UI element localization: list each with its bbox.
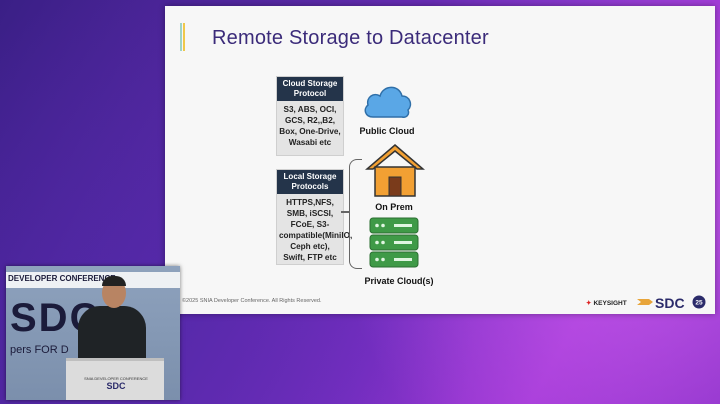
sdc-logo: SDC 25 bbox=[637, 295, 706, 311]
local-storage-protocols-heading: Local Storage Protocols bbox=[277, 170, 343, 194]
cloud-storage-protocol-heading: Cloud Storage Protocol bbox=[277, 77, 343, 101]
podium-logo-caption: SNIA DEVELOPER CONFERENCE bbox=[84, 376, 148, 381]
speaker-hair bbox=[102, 276, 126, 286]
public-cloud-caption: Public Cloud bbox=[359, 126, 415, 136]
sdc-logo-text: SDC bbox=[655, 295, 685, 311]
sponsor-name: KEYSIGHT bbox=[593, 300, 627, 307]
sdc-logo-badge: 25 bbox=[695, 300, 703, 307]
local-storage-protocols-box: Local Storage Protocols HTTPS,NFS, SMB, … bbox=[276, 169, 353, 265]
cloud-storage-protocol-list: S3, ABS, OCI, GCS, R2,,B2, Box, One-Driv… bbox=[279, 105, 341, 147]
podium bbox=[66, 358, 164, 400]
cloud-storage-protocol-box: Cloud Storage Protocol S3, ABS, OCI, GCS… bbox=[276, 76, 344, 156]
podium-logo-text: SDC bbox=[106, 381, 126, 391]
title-accent-bars bbox=[180, 23, 186, 51]
cloud-icon bbox=[364, 86, 412, 118]
presentation-slide: Remote Storage to Datacenter Cloud Stora… bbox=[165, 6, 715, 314]
sponsor-logo: ✦KEYSIGHT bbox=[586, 299, 627, 307]
on-prem-caption: On Prem bbox=[375, 202, 413, 212]
grouping-brace-tick bbox=[341, 211, 350, 213]
podium-logo: SNIA DEVELOPER CONFERENCE SDC bbox=[84, 376, 148, 391]
backdrop-tagline: pers FOR D bbox=[10, 344, 69, 356]
speaker-video: DEVELOPER CONFERENCE SDC pers FOR D SNIA… bbox=[6, 266, 180, 400]
grouping-brace bbox=[349, 159, 362, 269]
slide-title: Remote Storage to Datacenter bbox=[212, 27, 489, 49]
house-icon bbox=[365, 144, 425, 197]
backdrop-banner-text: DEVELOPER CONFERENCE bbox=[8, 274, 116, 283]
server-icon bbox=[369, 217, 419, 268]
backdrop-banner bbox=[6, 272, 180, 288]
local-storage-protocols-list: HTTPS,NFS, SMB, iSCSI, FCoE, S3-compatib… bbox=[279, 198, 353, 262]
private-cloud-caption: Private Cloud(s) bbox=[364, 276, 434, 286]
keysight-mark-icon: ✦ bbox=[586, 300, 592, 307]
copyright-footer: ©2025 SNIA Developer Conference. All Rig… bbox=[182, 298, 322, 304]
